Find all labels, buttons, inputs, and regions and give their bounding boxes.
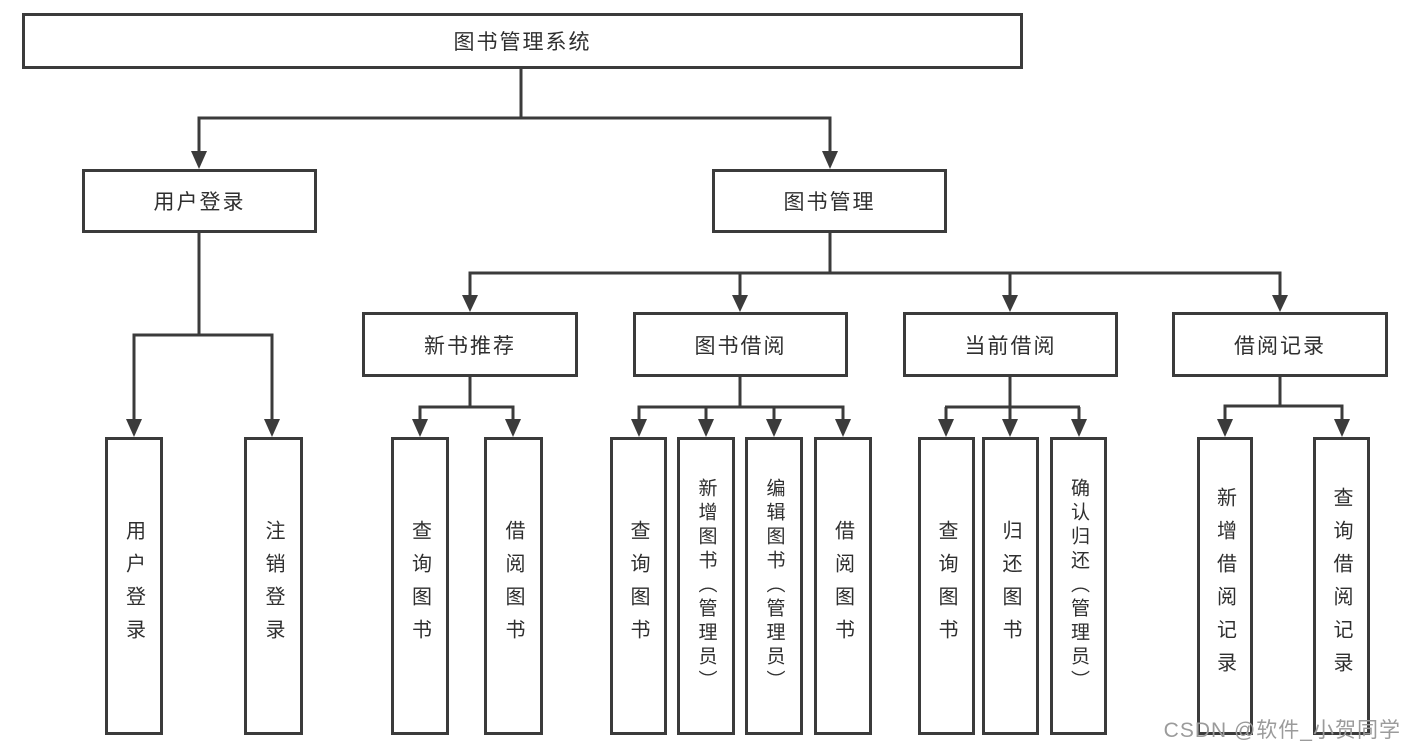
connector-book-borrowing-children [631, 377, 851, 437]
leaf-query-books-current: 查询图书 [918, 437, 975, 735]
connector-book-management-children [462, 233, 1288, 312]
node-book-management: 图书管理 [712, 169, 947, 233]
watermark: CSDN @软件_小贺同学 [1163, 719, 1401, 742]
leaf-borrow-books-borrowing: 借阅图书 [814, 437, 872, 735]
connector-current-borrowing-children [938, 377, 1087, 437]
connector-new-book-recommend-children [412, 377, 521, 437]
connector-root-to-level2 [191, 69, 838, 169]
leaf-add-book-admin: 新增图书（管理员） [677, 437, 735, 735]
leaf-return-books: 归还图书 [982, 437, 1039, 735]
leaf-add-borrow-record: 新增借阅记录 [1197, 437, 1253, 735]
leaf-edit-book-admin: 编辑图书（管理员） [745, 437, 803, 735]
leaf-query-books-recommend: 查询图书 [391, 437, 449, 735]
node-book-borrowing: 图书借阅 [633, 312, 848, 377]
node-borrowing-records: 借阅记录 [1172, 312, 1388, 377]
leaf-query-books-borrowing: 查询图书 [610, 437, 667, 735]
connector-user-login-children [126, 233, 280, 437]
node-system-root: 图书管理系统 [22, 13, 1023, 69]
node-new-book-recommend: 新书推荐 [362, 312, 578, 377]
leaf-user-login: 用户登录 [105, 437, 163, 735]
leaf-borrow-books-recommend: 借阅图书 [484, 437, 543, 735]
leaf-logout: 注销登录 [244, 437, 303, 735]
node-user-login: 用户登录 [82, 169, 317, 233]
leaf-query-borrow-record: 查询借阅记录 [1313, 437, 1370, 735]
node-current-borrowing: 当前借阅 [903, 312, 1118, 377]
leaf-confirm-return-admin: 确认归还（管理员） [1050, 437, 1107, 735]
connector-borrowing-records-children [1217, 377, 1350, 437]
